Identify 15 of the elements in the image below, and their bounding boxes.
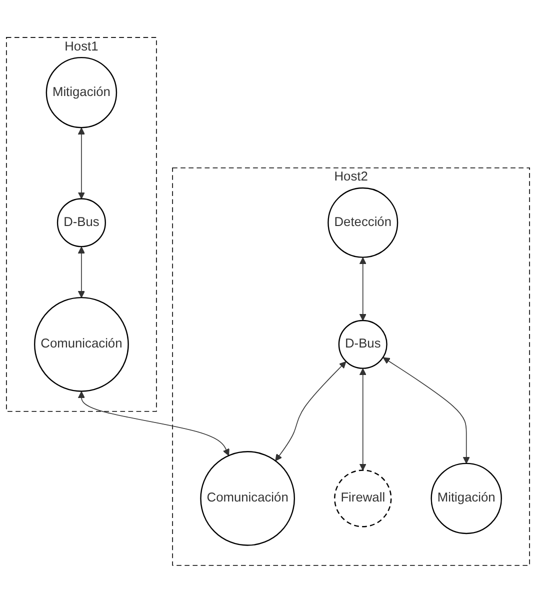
- node-circle: Detección: [328, 187, 398, 258]
- node-circle: D-Bus: [56, 198, 106, 248]
- node-circle: Mitigación: [430, 462, 502, 534]
- node-circle: D-Bus: [338, 320, 388, 369]
- node-circle: Comunicación: [34, 297, 129, 392]
- arrow: [359, 257, 366, 321]
- node-circle: Comunicación: [200, 451, 296, 546]
- node-circle: Mitigación: [46, 57, 118, 128]
- arrow: [275, 361, 346, 462]
- arrow: [78, 391, 230, 456]
- arrow: [382, 357, 470, 464]
- node-circle: Firewall: [334, 470, 392, 528]
- arrow: [359, 368, 366, 471]
- arrow: [78, 246, 85, 298]
- arrow: [78, 128, 85, 200]
